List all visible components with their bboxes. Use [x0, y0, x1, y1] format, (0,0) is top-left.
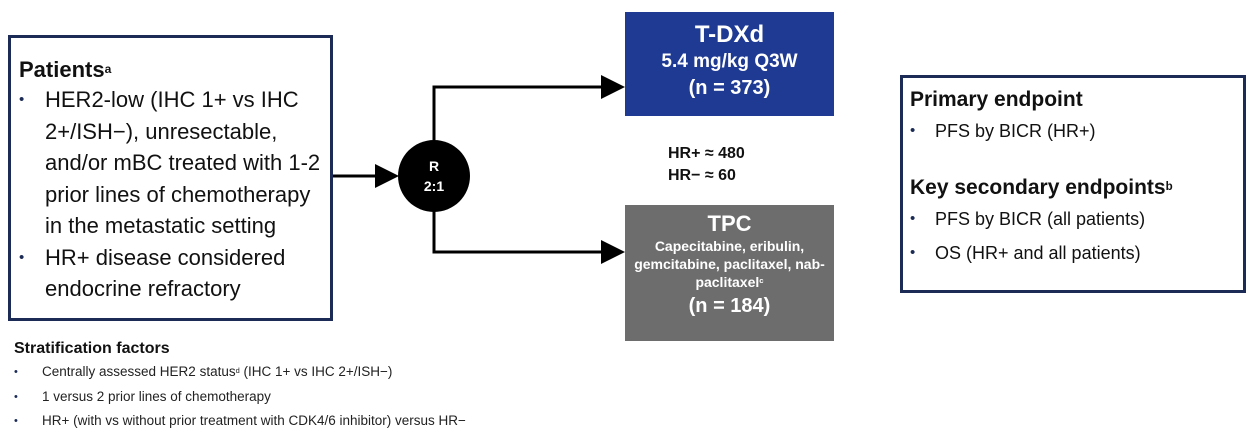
hr-counts: HR+ ≈ 480 HR− ≈ 60	[668, 143, 745, 187]
footnote-d: d	[235, 366, 240, 375]
stratification-factors: Stratification factors Centrally assesse…	[14, 338, 466, 434]
primary-endpoint-title: Primary endpoint	[910, 88, 1083, 111]
arrow-to-tpc	[432, 210, 625, 264]
patients-criterion: HR+ disease considered endocrine refract…	[19, 242, 330, 305]
randomization-circle: R 2:1	[398, 140, 470, 212]
tdxd-arm-box: T-DXd 5.4 mg/kg Q3W (n = 373)	[625, 12, 834, 116]
stratification-list: Centrally assessed HER2 statusd (IHC 1+ …	[14, 360, 466, 434]
secondary-endpoints-title-text: Key secondary endpoints	[910, 176, 1166, 199]
primary-endpoint-item: PFS by BICR (HR+)	[910, 114, 1243, 148]
tpc-arm-box: TPC Capecitabine, eribulin, gemcitabine,…	[625, 205, 834, 341]
secondary-endpoint-item: OS (HR+ and all patients)	[910, 236, 1243, 270]
patients-criterion: HER2-low (IHC 1+ vs IHC 2+/ISH−), unrese…	[19, 84, 330, 242]
tpc-name: TPC	[707, 211, 752, 236]
hr-negative-count: HR− ≈ 60	[668, 167, 736, 184]
endpoints-box: Primary endpoint PFS by BICR (HR+) Key s…	[900, 75, 1246, 293]
patients-title-text: Patients	[19, 57, 105, 82]
patients-title: Patientsa	[19, 56, 330, 84]
secondary-endpoint-item: PFS by BICR (all patients)	[910, 202, 1243, 236]
randomization-label: R	[428, 158, 440, 174]
tdxd-name: T-DXd	[694, 21, 765, 48]
patients-box: Patientsa HER2-low (IHC 1+ vs IHC 2+/ISH…	[8, 35, 333, 321]
hr-positive-count: HR+ ≈ 480	[668, 145, 745, 162]
stratification-item: HR+ (with vs without prior treatment wit…	[14, 409, 466, 434]
tpc-drugs: Capecitabine, eribulin, gemcitabine, pac…	[625, 237, 834, 291]
stratification-item-text: Centrally assessed HER2 status	[42, 364, 236, 379]
secondary-endpoints-title: Key secondary endpointsb	[910, 174, 1243, 202]
footnote-a: a	[104, 62, 112, 76]
footnote-c: c	[759, 276, 764, 285]
tdxd-dose: 5.4 mg/kg Q3W	[661, 51, 798, 72]
arrow-to-tdxd	[432, 75, 625, 142]
footnote-b: b	[1165, 181, 1173, 193]
stratification-item-text: (IHC 1+ vs IHC 2+/ISH−)	[239, 364, 393, 379]
stratification-item: 1 versus 2 prior lines of chemotherapy	[14, 385, 466, 410]
tpc-drugs-text: Capecitabine, eribulin, gemcitabine, pac…	[634, 238, 825, 290]
stratification-title: Stratification factors	[14, 340, 170, 357]
tpc-n: (n = 184)	[688, 295, 771, 317]
tdxd-n: (n = 373)	[688, 77, 771, 99]
primary-endpoint-list: PFS by BICR (HR+)	[910, 114, 1243, 148]
patients-criteria: HER2-low (IHC 1+ vs IHC 2+/ISH−), unrese…	[19, 84, 330, 305]
secondary-endpoints-list: PFS by BICR (all patients) OS (HR+ and a…	[910, 202, 1243, 270]
stratification-item: Centrally assessed HER2 statusd (IHC 1+ …	[14, 360, 466, 385]
randomization-ratio: 2:1	[423, 178, 445, 194]
